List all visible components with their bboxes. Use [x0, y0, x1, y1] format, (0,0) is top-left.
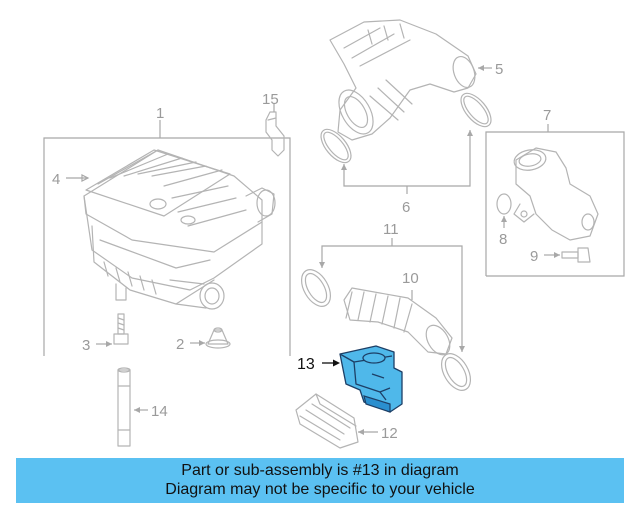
parts-diagram: 1 2 3 4 5 6 7 8 9 10 11 12 13 14 15: [43, 19, 625, 449]
banner-line-part-number: Part or sub-assembly is #13 in diagram: [181, 462, 459, 479]
o-ring-part: [496, 193, 512, 215]
callout-7: 7: [543, 107, 551, 124]
bolt-part: [113, 313, 129, 345]
callout-2: 2: [176, 336, 184, 353]
intake-duct-part: [329, 19, 477, 141]
callout-15: 15: [262, 91, 279, 108]
air-guide-part: [295, 393, 359, 449]
callout-8: 8: [499, 231, 507, 248]
callout-4: 4: [52, 171, 60, 188]
callout-13: 13: [297, 356, 315, 373]
resonator-part: [513, 147, 599, 241]
intake-hose-part: [343, 287, 453, 356]
small-hose-part: [265, 111, 285, 157]
callout-1: 1: [156, 105, 164, 122]
callout-5: 5: [495, 61, 503, 78]
clamp-part: [320, 92, 492, 164]
callout-12: 12: [381, 425, 398, 442]
screw-part: [561, 247, 591, 263]
highlighted-part-13[interactable]: [339, 345, 403, 413]
hose-clamp-part: [300, 269, 472, 391]
info-banner: Part or sub-assembly is #13 in diagram D…: [16, 458, 624, 503]
callout-14: 14: [151, 403, 168, 420]
callout-11: 11: [383, 221, 399, 238]
drain-tube-part: [117, 367, 131, 447]
callout-6: 6: [402, 199, 410, 216]
callout-10: 10: [402, 270, 419, 287]
air-cleaner-group: [43, 120, 291, 356]
callout-9: 9: [530, 248, 538, 265]
callout-3: 3: [82, 337, 90, 354]
banner-line-disclaimer: Diagram may not be specific to your vehi…: [165, 481, 475, 498]
grommet-part: [205, 327, 231, 349]
